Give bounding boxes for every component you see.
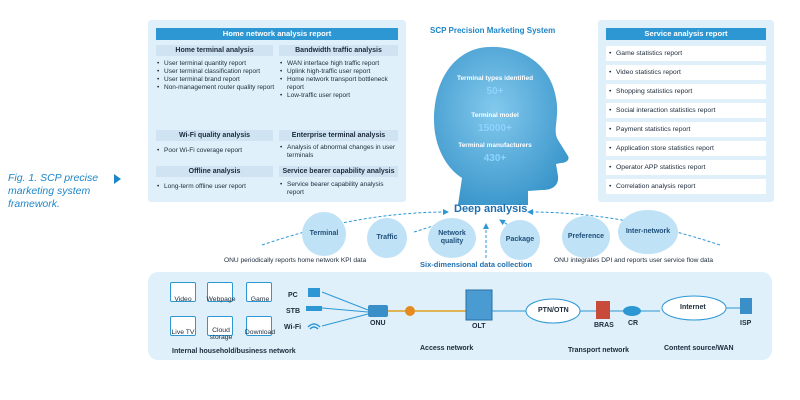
device-label: Wi-Fi [284, 324, 302, 331]
list-item: Shopping statistics report [606, 84, 766, 99]
apps-grid: Video Webpage Game Live TV Cloud storage… [160, 282, 284, 342]
app-label: Game [250, 296, 270, 303]
list-item: User terminal brand report [156, 76, 276, 84]
network-label-access: Access network [420, 345, 474, 352]
pc-icon [308, 288, 320, 297]
bras-icon [596, 301, 610, 319]
isp-server-icon [740, 298, 752, 314]
home-network-report-panel: Home network analysis report Home termin… [148, 20, 406, 202]
list-item: Payment statistics report [606, 122, 766, 137]
dimension-preference: Preference [562, 216, 610, 258]
video-app-icon [170, 282, 196, 302]
app-label: Live TV [171, 329, 195, 336]
stb-icon [306, 306, 322, 311]
head-stat-value: 50+ [486, 86, 504, 97]
list-item: Home network transport bottleneck report [279, 76, 401, 92]
list-item: User terminal classification report [156, 68, 276, 76]
section-bandwidth-title: Bandwidth traffic analysis [279, 45, 398, 56]
list-item: Uplink high-traffic user report [279, 68, 401, 76]
splitter-icon [405, 306, 415, 316]
onu-label: ONU [370, 320, 386, 327]
onu-dpi-note: ONU integrates DPI and reports user serv… [554, 257, 714, 264]
download-app-icon [246, 316, 272, 336]
network-label-content: Content source/WAN [664, 345, 734, 352]
ptn-otn-label: PTN/OTN [538, 307, 569, 314]
isp-label: ISP [740, 320, 752, 327]
app-label: Webpage [206, 296, 236, 303]
list-item: Application store statistics report [606, 141, 766, 156]
dimension-inter-network: Inter-network [618, 210, 678, 254]
figure-caption: Fig. 1. SCP precise marketing system fra… [8, 172, 99, 210]
network-label-transport: Transport network [568, 347, 630, 354]
head-stat-label: Terminal model [471, 112, 519, 119]
list-item: Non-management router quality report [156, 84, 276, 92]
dimension-terminal: Terminal [302, 212, 346, 256]
app-label: Video [174, 296, 192, 303]
olt-icon [465, 289, 493, 321]
section-enterprise-list: Analysis of abnormal changes in user ter… [279, 144, 401, 160]
webpage-app-icon [207, 282, 233, 302]
app-label: Download [244, 329, 276, 336]
dimension-traffic: Traffic [367, 218, 407, 258]
dimension-package: Package [500, 220, 540, 260]
section-home-terminal-list: User terminal quantity report User termi… [156, 60, 276, 92]
device-icons [306, 288, 322, 330]
section-bandwidth-list: WAN interface high traffic report Uplink… [279, 60, 401, 100]
list-item: Service bearer capability analysis repor… [279, 181, 401, 197]
olt-label: OLT [472, 323, 486, 330]
section-home-terminal-title: Home terminal analysis [156, 45, 273, 56]
section-service-bearer-title: Service bearer capability analysis [279, 166, 398, 177]
section-service-bearer-list: Service bearer capability analysis repor… [279, 181, 401, 197]
app-label: Cloud storage [209, 327, 233, 341]
head-stat-label: Terminal types identified [456, 75, 534, 82]
list-item: Low-traffic user report [279, 92, 401, 100]
list-item: Long-term offline user report [156, 183, 276, 191]
wifi-icon [307, 323, 321, 330]
list-item: WAN interface high traffic report [279, 60, 401, 68]
list-item: Social interaction statistics report [606, 103, 766, 118]
section-wifi-title: Wi-Fi quality analysis [156, 130, 273, 141]
caption-arrow-icon [114, 174, 121, 184]
head-stat-value: 430+ [483, 153, 507, 164]
head-silhouette-icon [434, 46, 569, 205]
section-wifi-list: Poor Wi-Fi coverage report [156, 147, 276, 155]
list-item: Poor Wi-Fi coverage report [156, 147, 276, 155]
service-report-title: Service analysis report [606, 28, 766, 40]
head-stat-label: Terminal manufacturers [458, 142, 532, 149]
cloud-storage-app-icon [207, 316, 233, 336]
service-report-list: Game statistics report Video statistics … [606, 46, 766, 198]
bras-label: BRAS [594, 322, 614, 329]
section-offline-title: Offline analysis [156, 166, 273, 177]
list-item: User terminal quantity report [156, 60, 276, 68]
internet-label: Internet [680, 304, 706, 311]
section-offline-list: Long-term offline user report [156, 183, 276, 191]
onu-kpi-note: ONU periodically reports home network KP… [224, 257, 367, 264]
list-item: Game statistics report [606, 46, 766, 61]
game-app-icon [246, 282, 272, 302]
cr-label: CR [628, 320, 639, 327]
list-item: Analysis of abnormal changes in user ter… [279, 144, 401, 160]
cr-router-icon [623, 306, 641, 316]
deep-analysis-label: Deep analysis [454, 203, 528, 215]
six-dimensional-label: Six-dimensional data collection [420, 260, 533, 269]
home-report-title: Home network analysis report [156, 28, 398, 40]
head-stat-value: 15000+ [478, 123, 512, 134]
service-report-panel: Service analysis report Game statistics … [598, 20, 774, 202]
list-item: Correlation analysis report [606, 179, 766, 194]
dimension-network-quality: Network quality [428, 218, 476, 258]
device-label: PC [288, 292, 298, 299]
list-item: Operator APP statistics report [606, 160, 766, 175]
section-enterprise-title: Enterprise terminal analysis [279, 130, 398, 141]
live-tv-app-icon [170, 316, 196, 336]
system-title: SCP Precision Marketing System [430, 26, 556, 35]
list-item: Video statistics report [606, 65, 766, 80]
network-label-household: Internal household/business network [172, 348, 296, 355]
onu-icon [368, 305, 388, 317]
device-label: STB [286, 308, 300, 315]
